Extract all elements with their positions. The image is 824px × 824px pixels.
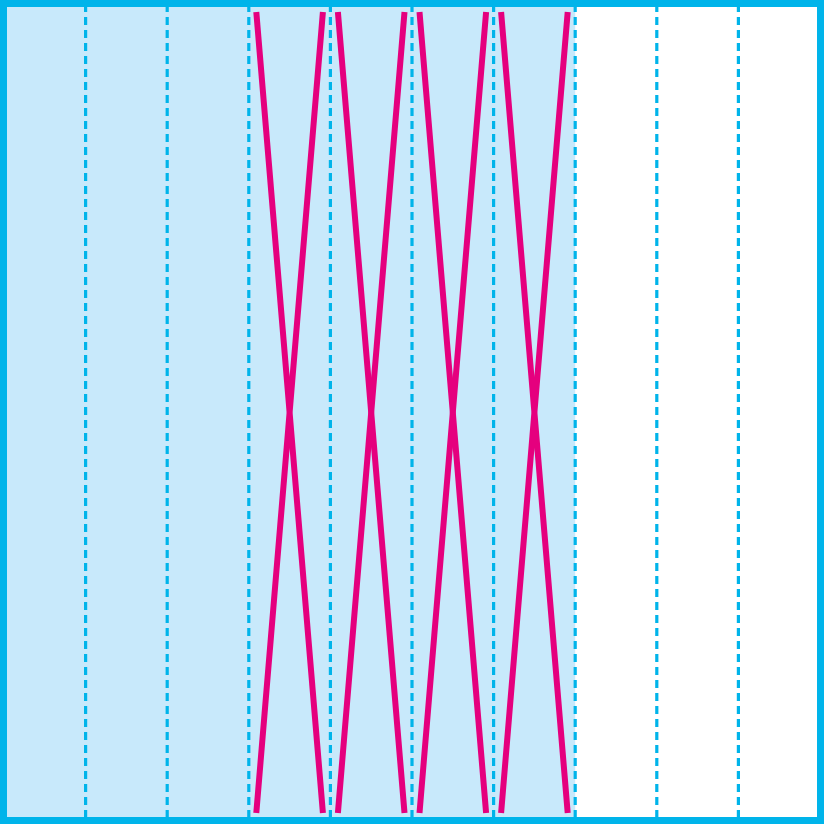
cross-line-b-col-4 <box>253 11 326 814</box>
cross-line-b-col-6 <box>416 11 490 814</box>
cross-line-b-col-5 <box>334 11 408 814</box>
cross-line-b-col-7 <box>498 11 571 814</box>
